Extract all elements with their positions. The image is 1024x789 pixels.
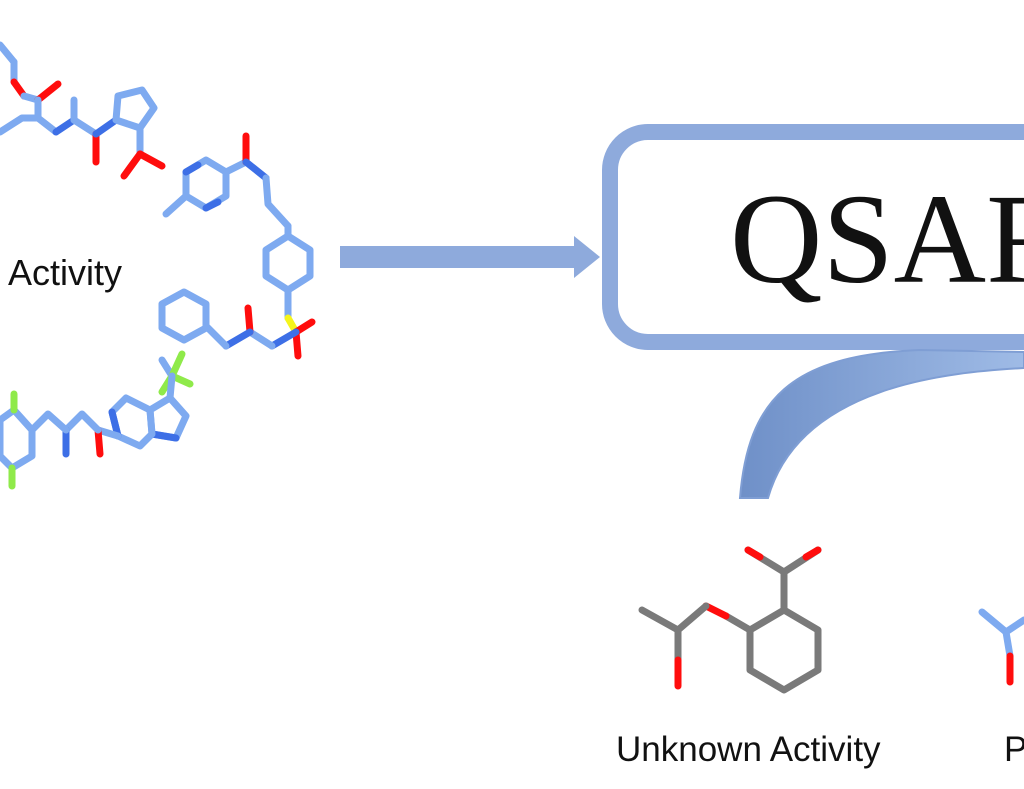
molecule-triazolopiperazine [0,350,194,490]
known-activity-label: Activity [8,252,122,293]
molecule-peptide-proline [0,41,166,180]
molecule-sulfonylurea [158,132,316,360]
unknown-activity-label: Unknown Activity [616,730,881,769]
qsar-label: QSAR [730,168,1024,310]
qsar-model-box: QSAR [602,124,1024,350]
partial-right-label: P [1004,730,1024,769]
query-molecule [638,546,822,694]
partial-query-molecule [978,608,1024,686]
prediction-arc [738,348,1024,499]
training-arrow [340,236,600,278]
training-molecules [0,41,316,490]
